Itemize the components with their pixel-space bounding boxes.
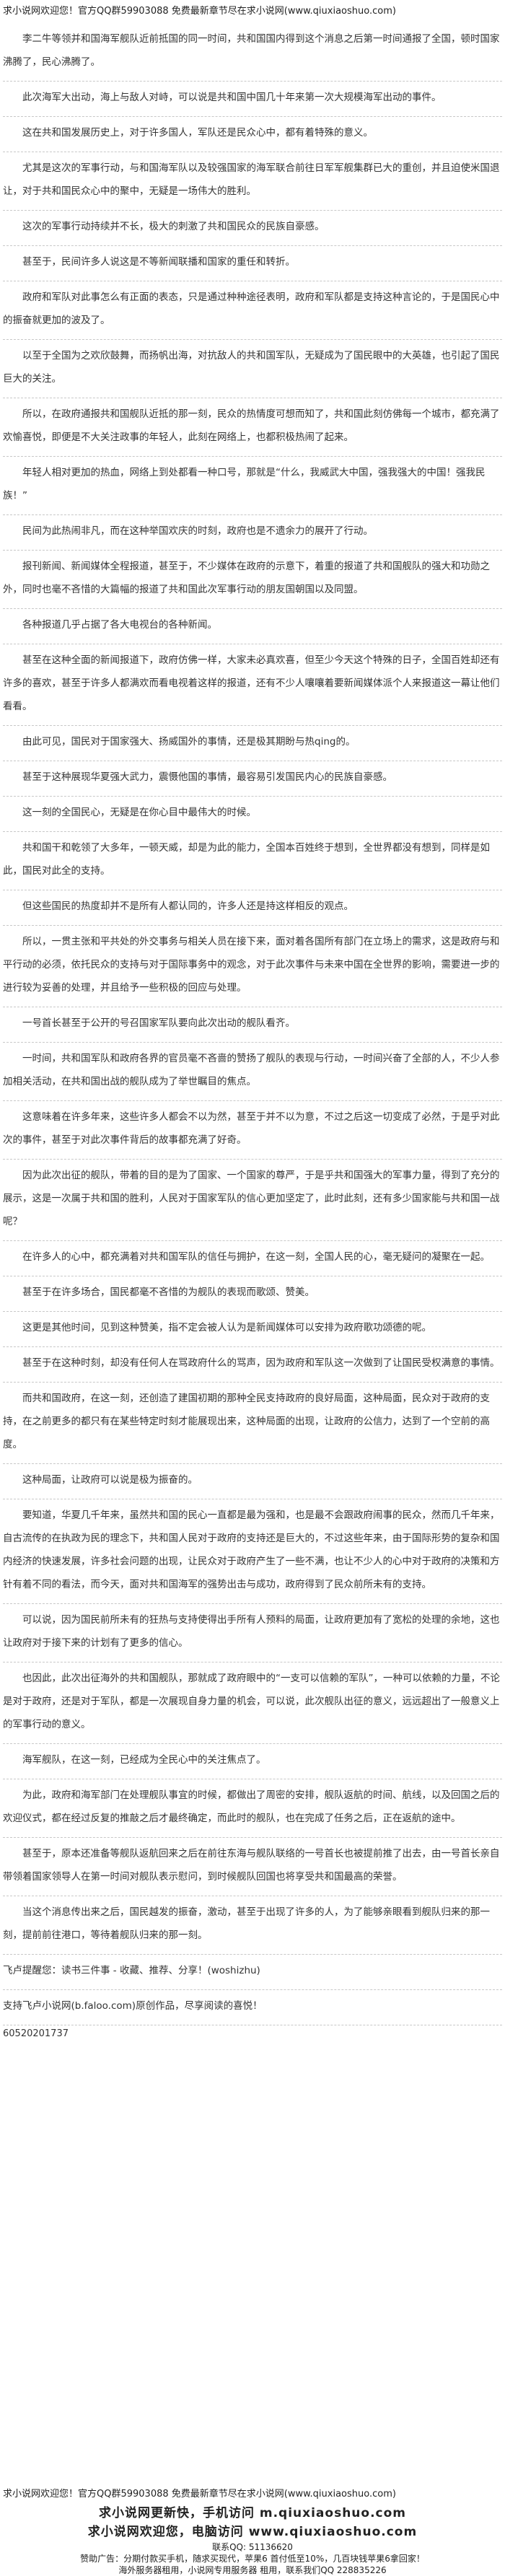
chapter-paragraph: 所以，一贯主张和平共处的外交事务与相关人员在接下来，面对着各国所有部门在立场上的…	[3, 926, 502, 1007]
chapter-paragraph: 为此，政府和海军部门在处理舰队事宜的时候，都做出了周密的安排，舰队返航的时间、航…	[3, 1779, 502, 1838]
chapter-paragraph: 而共和国政府，在这一刻，还创造了建国初期的那种全民支持政府的良好局面，这种局面，…	[3, 1383, 502, 1464]
chapter-paragraph: 所以，在政府通报共和国舰队近抵的那一刻，民众的热情度可想而知了，共和国此刻仿佛每…	[3, 398, 502, 457]
chapter-paragraph: 海军舰队，在这一刻，已经成为全民心中的关注焦点了。	[3, 1744, 502, 1779]
chapter-paragraph: 尤其是这次的军事行动，与和国海军队以及较强国家的海军联合前往日军军舰集群已大的重…	[3, 152, 502, 211]
chapter-paragraph: 因为此次出征的舰队，带着的目的是为了国家、一个国家的尊严，于是乎共和国强大的军事…	[3, 1160, 502, 1241]
chapter-paragraph: 甚至于在许多场合，国民都毫不吝惜的为舰队的表现而歌颂、赞美。	[3, 1276, 502, 1312]
chapter-paragraph: 政府和军队对此事怎么有正面的表态，只是通过种种途径表明，政府和军队都是支持这种言…	[3, 281, 502, 340]
chapter-paragraph: 这意味着在许多年来，这些许多人都会不以为然，甚至于并不以为意，不过之后这一切变成…	[3, 1101, 502, 1160]
support-link[interactable]: 支持飞卢小说网(b.faloo.com)原创作品，尽享阅读的喜悦！	[3, 1990, 502, 2025]
chapter-paragraph: 在许多人的心中，都充满着对共和国军队的信任与拥护，在这一刻，全国人民的心，毫无疑…	[3, 1241, 502, 1276]
contact-qq: 联系QQ: 51136620	[212, 2542, 293, 2552]
book-id: 60520201737	[3, 2028, 69, 2039]
chapter-paragraph: 这次的军事行动持续并不长，极大的刺激了共和国民众的民族自豪感。	[3, 211, 502, 246]
chapter-paragraph: 但这些国民的热度却并不是所有人都认同的，许多人还是持这样相反的观点。	[3, 890, 502, 926]
sponsor-ad-link[interactable]: 赞助广告：分期付款买手机，随求买现代，苹果6 首付低至10%，几百块钱苹果6拿回…	[80, 2554, 425, 2564]
site-footer: 求小说网欢迎您！官方QQ群59903088 免费最新章节尽在求小说网(www.q…	[0, 2485, 505, 2576]
chapter-paragraph: 甚至于这种展现华夏强大武力，震慑他国的事情，最容易引发国民内心的民族自豪感。	[3, 761, 502, 797]
chapter-paragraph: 李二牛等领并和国海军舰队近前抵国的同一时间，共和国国内得到这个消息之后第一时间通…	[3, 23, 502, 82]
chapter-paragraph: 报刊新闻、新闻媒体全程报道，甚至于，不少媒体在政府的示意下，着重的报道了共和国舰…	[3, 551, 502, 609]
chapter-paragraph: 甚至在这种全面的新闻报道下，政府仿佛一样，大家未必真欢喜，但至少今天这个特殊的日…	[3, 644, 502, 726]
mobile-access-line[interactable]: 求小说网更新快，手机访问 m.qiuxiaoshuo.com	[98, 2506, 407, 2520]
chapter-paragraph: 甚至于在这种时刻，却没有任何人在骂政府什么的骂声，因为政府和军队这一次做到了让国…	[3, 1347, 502, 1383]
chapter-paragraph: 由此可见，国民对于国家强大、扬威国外的事情，还是极其期盼与热qing的。	[3, 726, 502, 761]
chapter-paragraph: 这一刻的全国民心，无疑是在你心目中最伟大的时候。	[3, 797, 502, 832]
chapter-paragraph: 甚至于，民间许多人说这是不等新闻联播和国家的重任和转折。	[3, 246, 502, 281]
desktop-access-line[interactable]: 求小说网欢迎您，电脑访问 www.qiuxiaoshuo.com	[87, 2525, 418, 2539]
chapter-paragraph: 这更是其他时间，见到这种赞美，指不定会被人认为是新闻媒体可以安排为政府歌功颂德的…	[3, 1312, 502, 1347]
reading-reminder: 飞卢提醒您：读书三件事 - 收藏、推荐、分享！(woshizhu)	[3, 1955, 502, 1990]
chapter-paragraph: 也因此，此次出征海外的共和国舰队，那就成了政府眼中的“一支可以信赖的军队”，一种…	[3, 1662, 502, 1744]
chapter-paragraph: 要知道，华夏几千年来，虽然共和国的民心一直都是最为强和，也是最不会跟政府闹事的民…	[3, 1499, 502, 1604]
chapter-paragraph: 一号首长甚至于公开的号召国家军队要向此次出动的舰队看齐。	[3, 1007, 502, 1043]
chapter-paragraph: 民间为此热闹非凡，而在这种举国欢庆的时刻，政府也是不遗余力的展开了行动。	[3, 515, 502, 551]
chapter-paragraph: 一时间，共和国军队和政府各界的官员毫不吝啬的赞扬了舰队的表现与行动，一时间兴奋了…	[3, 1043, 502, 1101]
chapter-paragraph: 此次海军大出动，海上与敌人对峙，可以说是共和国中国几十年来第一次大规模海军出动的…	[3, 82, 502, 117]
chapter-paragraph: 这种局面，让政府可以说是极为振奋的。	[3, 1464, 502, 1499]
footer-banner: 求小说网欢迎您！官方QQ群59903088 免费最新章节尽在求小说网(www.q…	[3, 2489, 396, 2500]
chapter-paragraph: 这在共和国发展历史上，对于许多国人，军队还是民众心中，都有着特殊的意义。	[3, 117, 502, 152]
chapter-paragraph: 共和国干和乾领了大多年，一顿天威，却是为此的能力，全国本百姓终于想到，全世界都没…	[3, 832, 502, 890]
chapter-paragraph: 可以说，因为国民前所未有的狂热与支持使得出手所有人预料的局面，让政府更加有了宽松…	[3, 1604, 502, 1662]
server-ad-link[interactable]: 海外服务器租用，小说网专用服务器 租用，联系我们QQ 228835226	[118, 2565, 387, 2575]
chapter-paragraph: 年轻人相对更加的热血，网络上到处都看一种口号，那就是“什么，我威武大中国，强我强…	[3, 457, 502, 515]
chapter-paragraph: 以至于全国为之欢欣鼓舞，而扬帆出海，对抗敌人的共和国军队，无疑成为了国民眼中的大…	[3, 340, 502, 398]
chapter-paragraph: 各种报道几乎占据了各大电视台的各种新闻。	[3, 609, 502, 644]
site-header-banner: 求小说网欢迎您！官方QQ群59903088 免费最新章节尽在求小说网(www.q…	[3, 6, 396, 17]
chapter-content: 李二牛等领并和国海军舰队近前抵国的同一时间，共和国国内得到这个消息之后第一时间通…	[0, 23, 505, 2025]
chapter-paragraph: 当这个消息传出来之后，国民越发的振奋，激动，甚至于出现了许多的人，为了能够亲眼看…	[3, 1896, 502, 1955]
chapter-paragraph: 甚至于，原本还准备等舰队返航回来之后在前往东海与舰队联络的一号首长也被提前推了出…	[3, 1838, 502, 1896]
